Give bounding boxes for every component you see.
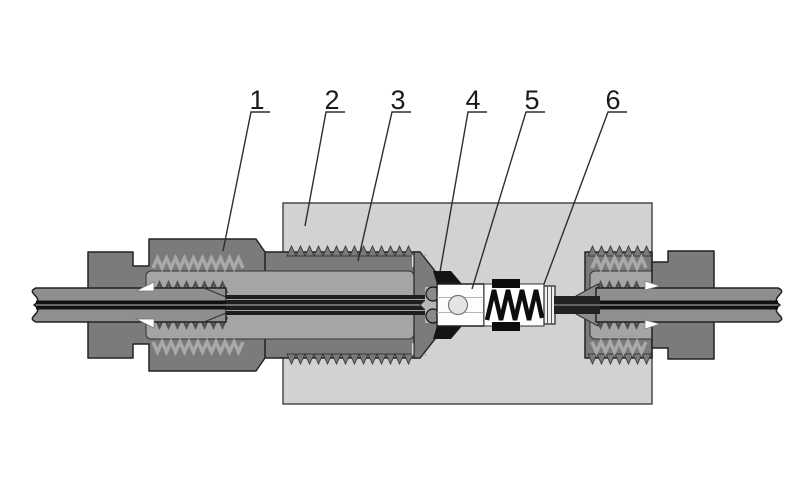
spring-retainer-lines — [547, 286, 552, 324]
nut-thread-bottom — [151, 337, 245, 357]
callout-3: 3 — [390, 85, 405, 115]
right-body-thread-top — [587, 244, 652, 258]
leader-line-6 — [543, 111, 627, 285]
callout-1: 1 — [249, 85, 264, 115]
leader-line-3 — [357, 111, 411, 262]
valve-spring — [484, 289, 545, 321]
right-ferrule-highlight-top — [644, 280, 662, 291]
leader-line-4 — [439, 111, 487, 273]
valve-cross-port — [447, 294, 469, 316]
left-body-thread-bottom — [286, 352, 414, 366]
right-body-thread-bottom — [587, 352, 652, 366]
bore-channel — [226, 295, 438, 315]
poppet-seal-bottom — [433, 326, 462, 339]
callout-5: 5 — [524, 85, 539, 115]
callout-4: 4 — [465, 85, 480, 115]
leader-line-1 — [222, 111, 270, 252]
poppet-seal-top — [433, 271, 462, 284]
callout-numbers: 1 2 3 4 5 6 — [249, 85, 620, 115]
leader-line-5 — [471, 111, 545, 290]
spring-cap-top — [492, 279, 520, 288]
spring-retainer — [543, 285, 556, 325]
nut-thread-top — [151, 253, 245, 273]
bore-channel-walls — [226, 299, 438, 311]
spring-cap-bottom — [492, 322, 520, 331]
callout-2: 2 — [324, 85, 339, 115]
ferrule-highlight-top — [135, 281, 155, 292]
check-valve-cartridge — [419, 271, 556, 339]
left-tube-tip-cone — [203, 287, 227, 323]
right-nut-thread-bottom — [590, 337, 648, 357]
leader-line-2 — [304, 111, 345, 227]
right-tube — [554, 283, 783, 327]
right-nut-thread-top — [590, 253, 648, 273]
callout-leaders — [222, 111, 627, 290]
right-ferrule-highlight-bottom — [644, 319, 662, 330]
ferrule-highlight-bottom — [135, 318, 155, 329]
left-tube — [31, 287, 227, 323]
callout-6: 6 — [605, 85, 620, 115]
left-body-thread-top — [286, 244, 414, 258]
